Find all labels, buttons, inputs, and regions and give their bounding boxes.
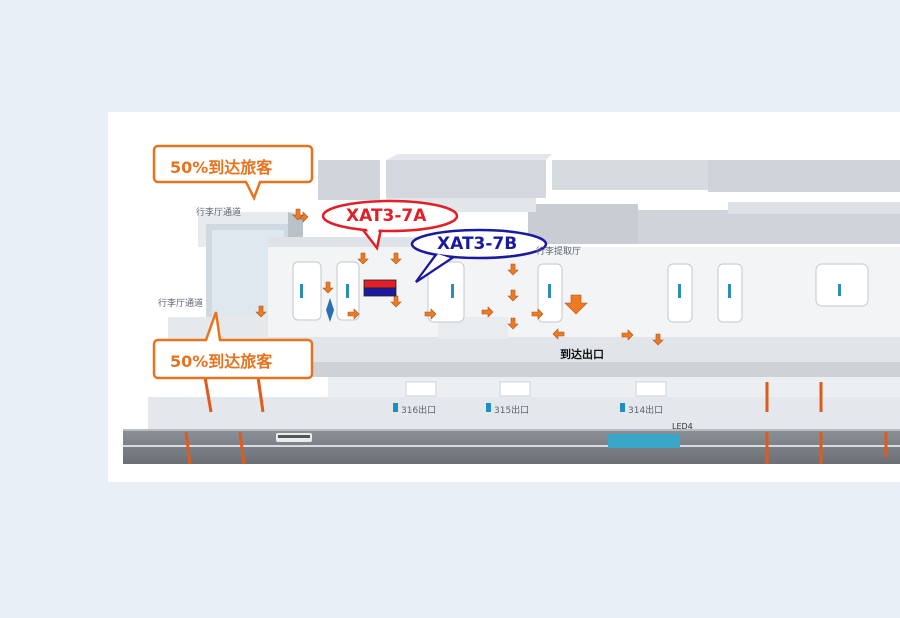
label-led: LED4 (672, 422, 693, 431)
label-corridor-left: 行李厅通道 (158, 299, 204, 309)
flow-arrow (390, 252, 402, 265)
flow-arrow (507, 289, 519, 302)
label-baggage-hall: 行李提取厅 (536, 247, 582, 257)
flow-arrow (347, 308, 360, 320)
back-buildings (318, 154, 900, 244)
airport-arrival-diagram: 50%到达旅客 50%到达旅客 XAT3-7A XAT3-7B 行李厅通道 行李… (108, 112, 900, 482)
device-marker (363, 279, 397, 297)
callout-bubble-bottom-left (152, 311, 314, 380)
flow-arrow (255, 305, 267, 318)
flow-arrow (481, 306, 494, 318)
flow-arrow (507, 263, 519, 276)
label-exit-316: 316出口 (401, 406, 437, 416)
flow-arrow (390, 295, 402, 308)
callout-text-top-left: 50%到达旅客 (170, 158, 273, 177)
flow-arrow (424, 308, 437, 320)
callout-text-device-b: XAT3-7B (437, 234, 518, 254)
callout-bubble-top-left (152, 144, 314, 202)
road (123, 429, 900, 464)
flow-arrow (507, 317, 519, 330)
flow-arrow (531, 308, 544, 320)
flow-arrow (322, 281, 334, 294)
flow-arrow (652, 333, 664, 346)
flow-arrow (564, 294, 588, 315)
flow-arrow (357, 252, 369, 265)
poles (184, 376, 888, 465)
callout-bubble-device-b (410, 228, 548, 284)
callout-bubble-device-a (321, 199, 459, 251)
carousels (292, 261, 869, 323)
callout-text-bottom-left: 50%到达旅客 (170, 352, 273, 371)
flow-arrows (255, 208, 664, 346)
led-screen (608, 434, 680, 448)
callout-text-device-a: XAT3-7A (346, 206, 427, 226)
label-exit-314: 314出口 (628, 406, 664, 416)
label-corridor-top: 行李厅通道 (196, 208, 242, 218)
flow-arrow (552, 328, 565, 340)
terminal-front (148, 377, 900, 430)
label-exit-315: 315出口 (494, 406, 530, 416)
flow-arrow (292, 208, 304, 221)
flow-arrow (621, 329, 634, 341)
label-arrival-exit: 到达出口 (560, 348, 604, 361)
terminal-illustration (123, 144, 900, 465)
